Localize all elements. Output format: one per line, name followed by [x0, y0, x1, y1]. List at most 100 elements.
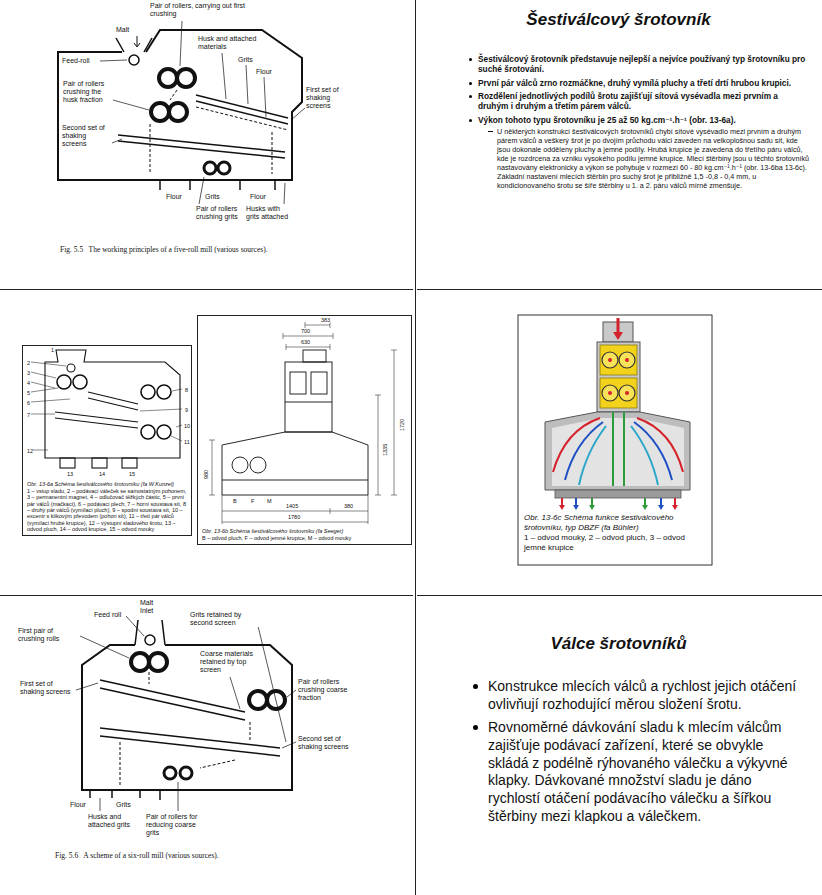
circle-shape — [204, 162, 216, 174]
bullet-text: U některých konstrukcí šestiválcových šr… — [497, 127, 810, 190]
part-label: Feed roll — [94, 611, 121, 619]
path-shape — [559, 505, 565, 510]
path-shape — [672, 505, 678, 510]
line-shape — [171, 436, 182, 441]
circle-shape — [141, 425, 155, 439]
rect-shape — [303, 350, 326, 362]
part-label: Second set of shaking screens — [62, 124, 112, 148]
line-shape — [0, 289, 413, 290]
part-label: Malt Inlet — [140, 599, 164, 615]
figure-caption: Obr. 13-6b Schéma šestiválcového šrotovn… — [202, 528, 408, 534]
path-shape — [150, 90, 272, 174]
part-label: Flour — [166, 193, 182, 201]
part-label: Pair of rollers for reducing coarse grit… — [146, 813, 208, 837]
line-shape — [100, 736, 280, 756]
circle-shape — [73, 375, 87, 389]
line-shape — [674, 498, 676, 506]
line-shape — [100, 680, 245, 712]
figure-caption: Fig. 5.6 A scheme of a six-roll mill (va… — [55, 852, 219, 861]
path-shape — [82, 645, 292, 790]
g-shape — [58, 21, 305, 204]
callout-number: 14 — [99, 471, 105, 477]
line-shape — [246, 65, 248, 104]
path-shape — [623, 412, 625, 486]
rect-shape — [122, 458, 137, 468]
part-label: Husks and attached grits — [88, 813, 134, 829]
rect-shape — [555, 490, 681, 498]
callout-number: 2 — [27, 360, 30, 366]
rect-shape — [290, 372, 306, 394]
part-label: Grits retained by second screen — [190, 611, 262, 627]
circle-shape — [232, 457, 248, 473]
line-shape — [178, 782, 179, 811]
line-shape — [417, 595, 822, 596]
part-label: Grits — [238, 56, 253, 64]
figure-caption: 1 – odvod mouky, 2 – odvod pluch, 3 – od… — [524, 533, 706, 552]
line-shape — [176, 425, 182, 427]
circle-shape — [67, 364, 75, 372]
line-shape — [230, 677, 240, 709]
callout-number: 13 — [67, 471, 73, 477]
callout-number: 3 — [27, 370, 30, 376]
circle-shape — [149, 653, 167, 671]
line-shape — [417, 289, 822, 290]
part-label: Coarse materials retained by top screen — [200, 650, 258, 674]
callout-number: 8 — [185, 387, 188, 393]
dimension-label: 1720 — [399, 419, 405, 431]
circle-shape — [250, 457, 266, 473]
circle-shape — [157, 385, 171, 399]
part-label: First set of shaking screens — [20, 680, 76, 696]
line-shape — [330, 344, 331, 350]
path-shape — [135, 620, 165, 645]
circle-shape — [159, 69, 177, 87]
path-shape — [45, 350, 180, 458]
line-shape — [285, 402, 332, 403]
line-shape — [283, 333, 284, 339]
line-shape — [80, 636, 129, 658]
callout-number: 383 — [321, 317, 330, 323]
figure-caption: 1 – vstup sladu, 2 – podávací váleček se… — [27, 488, 189, 532]
callout-number: 12 — [27, 448, 33, 454]
g-shape — [562, 498, 675, 506]
line-shape — [88, 392, 138, 404]
line-shape — [391, 350, 397, 351]
g-shape — [518, 315, 712, 565]
part-label: Pair of rollers crushing the husk fracti… — [63, 80, 111, 104]
path-shape — [613, 332, 623, 340]
line-shape — [31, 388, 58, 392]
part-label: Husks with grits attached — [246, 205, 292, 221]
line-shape — [100, 60, 127, 61]
line-shape — [660, 498, 662, 506]
line-shape — [172, 389, 182, 391]
line-shape — [391, 495, 397, 496]
line-shape — [284, 183, 285, 204]
bullet-text: Šestiválcový šrotovník představuje nejle… — [478, 54, 810, 75]
path-shape — [116, 38, 152, 52]
part-label: Grits — [116, 801, 131, 809]
path-shape — [90, 790, 160, 800]
circle-shape — [57, 375, 71, 389]
rect-shape — [285, 362, 332, 432]
slide-title: Válce šrotovníků — [420, 634, 817, 654]
line-shape — [282, 742, 296, 748]
line-shape — [286, 344, 287, 350]
circle-shape — [625, 358, 629, 362]
figure-caption: B – odvod pluch, F – odvod jemné krupice… — [202, 535, 408, 541]
callout-number: 15 — [129, 471, 135, 477]
figure-caption: Fig. 5.5 The working principles of a fiv… — [60, 246, 268, 255]
callout-number: 700 — [301, 328, 310, 334]
line-shape — [100, 688, 245, 720]
callout-number: 11 — [184, 439, 190, 445]
callout-number: 630 — [301, 339, 310, 345]
slide-panel: Šestiválcový šrotovníkŠestiválcový šroto… — [415, 0, 822, 289]
callout-number: 9 — [185, 407, 188, 413]
callout-number: 380 — [344, 503, 353, 509]
path-shape — [579, 426, 606, 485]
line-shape — [333, 333, 334, 339]
line-shape — [258, 626, 286, 742]
part-label: Pair of rollers, carrying out first crus… — [150, 2, 260, 18]
path-shape — [120, 672, 250, 786]
line-shape — [112, 139, 122, 143]
callout-number: 4 — [27, 380, 30, 386]
